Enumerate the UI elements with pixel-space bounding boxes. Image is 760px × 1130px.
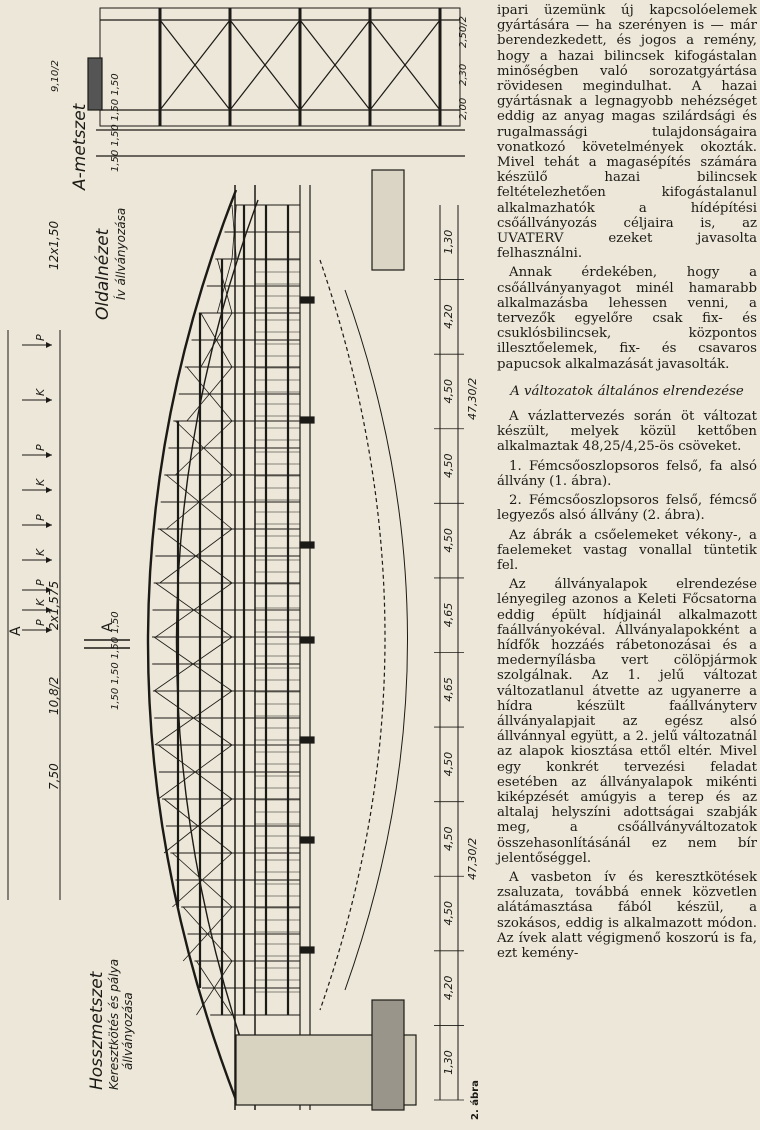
scaffold-brace: [153, 636, 233, 692]
paragraph-3: A vázlattervezés során öt változat készü…: [497, 409, 757, 455]
load-arrow-head: [46, 607, 52, 613]
pier-cap: [299, 416, 315, 424]
top-abutment: [371, 169, 405, 271]
drawing-canvas: 1,30 4,20 4,50 4,50 4,50 4,65 4,65 4,50 4,50 4,50…: [7, 7, 481, 1120]
dim-section-3: 2,00: [458, 98, 469, 120]
figure-caption: 2. ábra: [469, 1080, 481, 1120]
load-label: K: [34, 598, 47, 606]
load-arrow-head: [46, 342, 52, 348]
dimension-labels-left: 12x1,50 2x1,575 10,8/2 7,50: [47, 221, 61, 790]
long-section-subtitle-1: Keresztkötés és pálya: [107, 959, 121, 1090]
dim-right-total-top: 47,30/2: [466, 378, 479, 420]
load-arrows: P K P K P K P K P: [22, 334, 52, 633]
paragraph-5: 2. Fémcsőoszlopsoros felső, fémcső legye…: [497, 493, 757, 524]
dim-right-label: 4,20: [442, 304, 455, 329]
load-arrow-head: [46, 522, 52, 528]
scaffold-brace: [154, 690, 233, 746]
dim-right-label: 4,20: [442, 976, 455, 1001]
dim-mid-row: 1,50 1,50 1,50 1,50: [110, 611, 121, 710]
scaffold-brace: [155, 582, 233, 638]
dim-right-label: 4,50: [442, 454, 455, 479]
pier-cap: [299, 946, 315, 954]
section-mark-label-left: A: [8, 626, 24, 636]
scaffold-brace: [196, 960, 233, 1016]
scaffold-brace: [186, 366, 233, 422]
load-arrow-head: [46, 557, 52, 563]
load-arrow-head: [46, 587, 52, 593]
load-label: P: [34, 579, 47, 586]
scaffold-brace: [166, 474, 233, 530]
dim-right-label: 4,50: [442, 826, 455, 851]
scaffold-brace: [172, 852, 233, 908]
load-label: K: [34, 388, 47, 396]
paragraph-4: 1. Fémcsőoszlopsoros felső, fa alsó állv…: [497, 458, 757, 489]
dim-left-label: 10,8/2: [47, 677, 61, 715]
pier-cap: [299, 636, 315, 644]
load-label: P: [34, 619, 47, 626]
dim-section-4: 9,10/2: [50, 60, 61, 92]
dim-right-label: 1,30: [442, 1050, 455, 1075]
section-heading: A változatok általános elrendezése: [510, 383, 744, 399]
paragraph-7: Az állványalapok elrendezése lényegileg …: [497, 577, 757, 866]
a-section-brace: [369, 19, 441, 111]
pier-cap: [299, 541, 315, 549]
scaffold-brace: [182, 906, 233, 962]
side-view-subtitle: Ív állványozása: [113, 208, 128, 300]
dim-left-label: 12x1,50: [47, 221, 61, 270]
side-view-title: Oldalnézet: [93, 227, 113, 320]
load-arrow-head: [46, 627, 52, 633]
load-label: P: [34, 334, 47, 341]
a-section-drawing: [87, 7, 465, 157]
scaffold-brace: [216, 258, 233, 314]
dim-right-label: 4,50: [442, 528, 455, 553]
dim-right-total-bottom: 47,30/2: [466, 838, 479, 880]
dimension-labels-right: 1,30 4,20 4,50 4,50 4,50 4,65 4,65 4,50 4,50 4,50…: [434, 230, 479, 1101]
a-section-brace: [229, 19, 301, 111]
a-section-title: A-metszet: [70, 102, 90, 191]
load-arrow-head: [46, 452, 52, 458]
dim-right-label: 1,30: [442, 230, 455, 255]
scaffold-brace: [159, 528, 233, 584]
scaffold-brace: [231, 204, 237, 260]
paragraph-2: Annak érdekében, hogy a csőállványanyago…: [497, 265, 757, 372]
dim-left-label: 7,50: [47, 763, 61, 790]
paragraph-8: A vasbeton ív és keresztkötések zsaluzat…: [497, 869, 757, 961]
paragraph-1: ipari üzemünk új kapcsolóelemek gyártásá…: [497, 3, 757, 262]
arch-outline: [84, 185, 408, 1110]
load-label: K: [34, 478, 47, 486]
scaffold-brace: [200, 312, 233, 368]
scaffold-brace: [163, 798, 233, 854]
long-section-title: Hosszmetszet: [87, 970, 107, 1090]
pier-cap: [299, 736, 315, 744]
dim-right-label: 4,50: [442, 901, 455, 926]
load-label: P: [34, 444, 47, 451]
paragraph-6: Az ábrák a csőelemeket vékony-, a faelem…: [497, 527, 757, 573]
bottom-pier: [371, 999, 405, 1111]
a-section-brace: [299, 19, 371, 111]
scaffold-brace: [175, 420, 233, 476]
dim-section-bottom: 1,50 1,50 1,50 1,50: [110, 73, 121, 172]
section-mark-label: A: [100, 622, 116, 632]
pier-cap: [299, 296, 315, 304]
scaffold-grid: [152, 204, 315, 1016]
dim-right-label: 4,50: [442, 379, 455, 404]
load-arrow-head: [46, 487, 52, 493]
dim-left-label: 2x1,575: [47, 581, 61, 630]
dimension-chain-left: [7, 330, 61, 900]
article-text-column: ipari üzemünk új kapcsolóelemek gyártásá…: [497, 3, 757, 965]
long-section-subtitle-2: állványozása: [121, 992, 135, 1070]
dim-right-label: 4,65: [442, 603, 455, 628]
load-label: P: [34, 514, 47, 521]
dim-section-2: 2,30: [458, 64, 469, 86]
scaffold-brace: [158, 744, 233, 800]
dim-right-label: 4,65: [442, 677, 455, 702]
pier-cap: [299, 836, 315, 844]
a-section-brace: [159, 19, 231, 111]
dim-section-1: 2,50/2: [458, 16, 469, 48]
load-label: K: [34, 548, 47, 556]
bridge-scaffold-drawing: 1,30 4,20 4,50 4,50 4,50 4,65 4,65 4,50 4,50 4,50…: [7, 7, 481, 1120]
dim-right-label: 4,50: [442, 752, 455, 777]
load-arrow-head: [46, 397, 52, 403]
